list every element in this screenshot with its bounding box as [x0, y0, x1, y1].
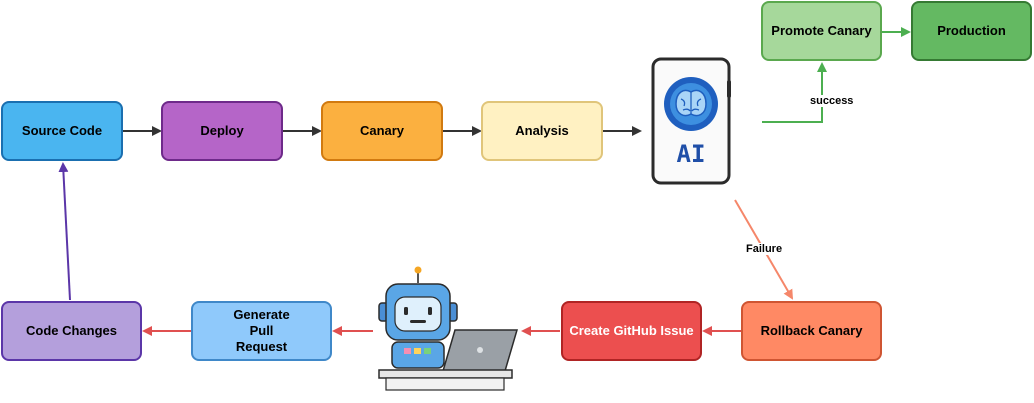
arrow-code-changes-to-source [58, 162, 71, 301]
production-node: Production [911, 1, 1032, 61]
analysis-node: Analysis [481, 101, 603, 161]
ai-label: AI [677, 140, 706, 168]
canary-node: Canary [321, 101, 443, 161]
create-github-issue-node: Create GitHub Issue [561, 301, 702, 361]
canary-label: Canary [359, 123, 405, 138]
source-code-node: Source Code [1, 101, 123, 161]
generate-pull-request-node: Generate Pull Request [191, 301, 332, 361]
deploy-label: Deploy [200, 123, 244, 138]
brain-icon [664, 77, 718, 131]
production-label: Production [937, 23, 1006, 38]
code-changes-label: Code Changes [25, 323, 117, 338]
promote-canary-node: Promote Canary [761, 1, 882, 61]
arrow-ai-to-promote [762, 62, 827, 123]
create-github-issue-label: Create GitHub Issue [569, 323, 694, 338]
promote-canary-label: Promote Canary [771, 23, 872, 38]
analysis-label: Analysis [515, 123, 569, 138]
success-edge-label: success [808, 95, 856, 107]
code-changes-node: Code Changes [1, 301, 142, 361]
rollback-canary-label: Rollback Canary [760, 323, 863, 338]
ai-device: AI [651, 57, 731, 185]
failure-edge-label: Failure [744, 243, 785, 255]
generate-pull-request-label: Generate Pull Request [233, 307, 290, 354]
deploy-node: Deploy [161, 101, 283, 161]
source-code-label: Source Code [21, 123, 103, 138]
rollback-canary-node: Rollback Canary [741, 301, 882, 361]
robot-laptop-icon [378, 266, 519, 391]
